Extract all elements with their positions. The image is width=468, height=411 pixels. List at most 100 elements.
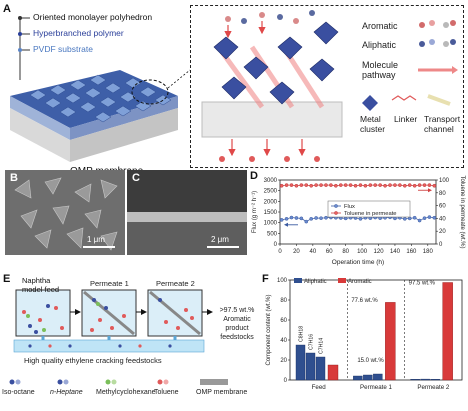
x-tick-label: 40 bbox=[309, 249, 316, 255]
toluene-point bbox=[338, 183, 343, 187]
x-tick-label: 180 bbox=[423, 249, 434, 255]
flux-point bbox=[432, 215, 437, 220]
aliphatic-bar bbox=[315, 356, 326, 381]
y-tick-label: 80 bbox=[280, 298, 287, 304]
toluene-point bbox=[348, 183, 353, 187]
aromatic-bar bbox=[327, 364, 339, 381]
legend-omp-membrane: OMP membrane bbox=[196, 389, 248, 396]
aromatic-icon bbox=[419, 20, 456, 28]
y-right-tick-label: 20 bbox=[439, 229, 446, 235]
group-label: Permeate 1 bbox=[360, 384, 393, 391]
feed-formula-label: C7H16 bbox=[309, 334, 315, 350]
legend-pvdf: PVDF substrate bbox=[33, 44, 93, 54]
panel-d-letter: D bbox=[250, 170, 258, 182]
flux-point bbox=[393, 216, 397, 221]
legend-toluene-label: Toluene in permeate bbox=[344, 211, 397, 217]
legend-flux-label: Flux bbox=[344, 204, 355, 210]
toluene-point bbox=[373, 183, 378, 187]
legend-flux-marker bbox=[334, 204, 338, 208]
aliphatic-bar bbox=[410, 378, 420, 381]
inset-linker-label: Linker bbox=[394, 114, 418, 124]
toluene-icon bbox=[157, 379, 169, 385]
y-tick-label: 0 bbox=[284, 378, 288, 384]
legend-polyhedron: Oriented monolayer polyhedron bbox=[33, 12, 153, 22]
y-left-tick-label: 3000 bbox=[264, 178, 278, 184]
toluene-point bbox=[378, 183, 382, 187]
aliphatic-icon bbox=[419, 39, 456, 47]
panel-b-letter: B bbox=[10, 172, 18, 184]
inset-legend-icons bbox=[362, 20, 458, 111]
annot-p1-aromatic: 77.6 wt.% bbox=[351, 298, 378, 304]
toluene-point bbox=[294, 183, 299, 188]
flux-point bbox=[343, 216, 348, 221]
flux-point bbox=[412, 215, 417, 220]
y-right-tick-label: 40 bbox=[439, 216, 446, 222]
toluene-point bbox=[417, 183, 422, 187]
toluene-point bbox=[324, 183, 328, 187]
flux-point bbox=[427, 215, 432, 219]
legend-toluene-marker bbox=[334, 211, 338, 215]
legend-aromatic-label: Aromatic bbox=[348, 279, 372, 285]
toluene-point bbox=[334, 183, 338, 188]
legend-methylcyclohexane: Methylcyclohexane bbox=[96, 389, 156, 396]
y-right-axis-label: Toluene in permeate (wt.%) bbox=[459, 175, 465, 248]
toluene-point bbox=[304, 183, 309, 187]
x-tick-label: 160 bbox=[406, 249, 417, 255]
legend-toluene: Toluene bbox=[154, 389, 179, 396]
toluene-point bbox=[427, 183, 432, 187]
aliphatic-bar bbox=[295, 344, 306, 381]
toluene-point bbox=[314, 183, 318, 187]
toluene-point bbox=[363, 183, 368, 188]
toluene-axis-arrowhead bbox=[428, 188, 432, 193]
permeate1-label: Permeate 1 bbox=[90, 279, 129, 288]
panel-a-letter: A bbox=[3, 3, 11, 15]
group-label: Feed bbox=[312, 384, 327, 391]
y-right-tick-label: 80 bbox=[439, 191, 446, 197]
panel-e-letter: E bbox=[3, 273, 11, 285]
aliphatic-bar bbox=[420, 378, 430, 381]
legend-iso-octane: Iso-octane bbox=[2, 389, 35, 396]
toluene-point bbox=[309, 183, 314, 188]
group-label: Permeate 2 bbox=[417, 384, 450, 391]
y-left-tick-label: 2500 bbox=[264, 189, 278, 195]
x-axis-label: Operation time (h) bbox=[332, 259, 384, 266]
toluene-point bbox=[343, 183, 348, 187]
pathway-arrow-icon bbox=[418, 66, 458, 74]
y-left-tick-label: 500 bbox=[267, 231, 278, 237]
flux-point bbox=[319, 216, 323, 220]
y-tick-label: 60 bbox=[280, 318, 287, 324]
legend-aliphatic-swatch bbox=[294, 278, 302, 283]
x-tick-label: 20 bbox=[293, 249, 300, 255]
metal-cluster-icon bbox=[362, 95, 378, 111]
flux-series-line bbox=[281, 216, 435, 223]
x-tick-label: 0 bbox=[278, 249, 282, 255]
y-tick-label: 40 bbox=[280, 338, 287, 344]
y-left-axis-label: Flux (g m⁻² h⁻¹) bbox=[252, 191, 258, 233]
toluene-point bbox=[412, 183, 417, 188]
toluene-point bbox=[393, 183, 397, 187]
y-left-tick-label: 1500 bbox=[264, 210, 278, 216]
feed-formula-label: C7H14 bbox=[319, 338, 325, 354]
annot-p1-aliphatic: 15.0 wt.% bbox=[357, 358, 384, 364]
flux-point bbox=[402, 217, 407, 221]
toluene-point bbox=[383, 183, 387, 188]
x-tick-label: 80 bbox=[342, 249, 349, 255]
toluene-point bbox=[368, 183, 373, 187]
flux-point bbox=[284, 217, 289, 221]
toluene-point bbox=[319, 183, 323, 187]
toluene-point bbox=[432, 183, 437, 188]
toluene-point bbox=[402, 183, 407, 188]
legend-aliphatic-label: Aliphatic bbox=[304, 279, 327, 285]
inset-pathway-label: Molecule pathway bbox=[362, 60, 399, 80]
y-left-tick-label: 0 bbox=[274, 242, 278, 248]
aliphatic-bar bbox=[373, 373, 383, 381]
y-axis-label: Component content (wt.%) bbox=[266, 294, 272, 365]
permeate2-label: Permeate 2 bbox=[156, 279, 195, 288]
transport-channel-icon bbox=[427, 94, 451, 106]
inset-aromatic-label: Aromatic bbox=[362, 21, 398, 31]
